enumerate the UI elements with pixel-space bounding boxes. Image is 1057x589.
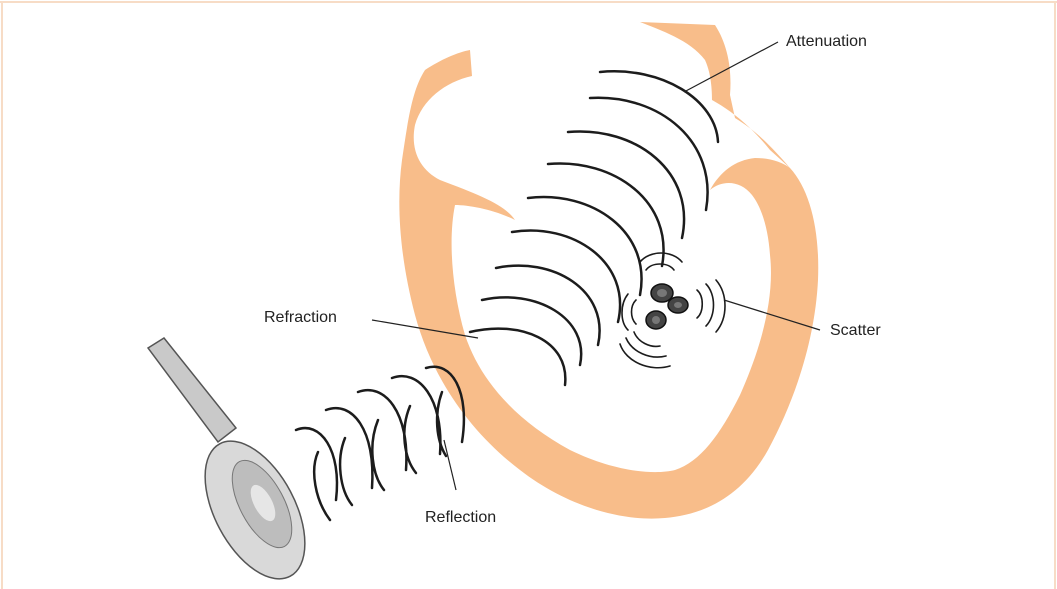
label-refraction: Refraction <box>264 309 337 327</box>
ultrasound-probe <box>148 338 326 589</box>
probe-cable <box>148 338 236 442</box>
reflection-waves <box>296 367 464 520</box>
reflection-leader <box>444 440 456 490</box>
label-reflection: Reflection <box>425 509 496 527</box>
label-scatter: Scatter <box>830 322 881 340</box>
label-attenuation: Attenuation <box>786 33 867 51</box>
